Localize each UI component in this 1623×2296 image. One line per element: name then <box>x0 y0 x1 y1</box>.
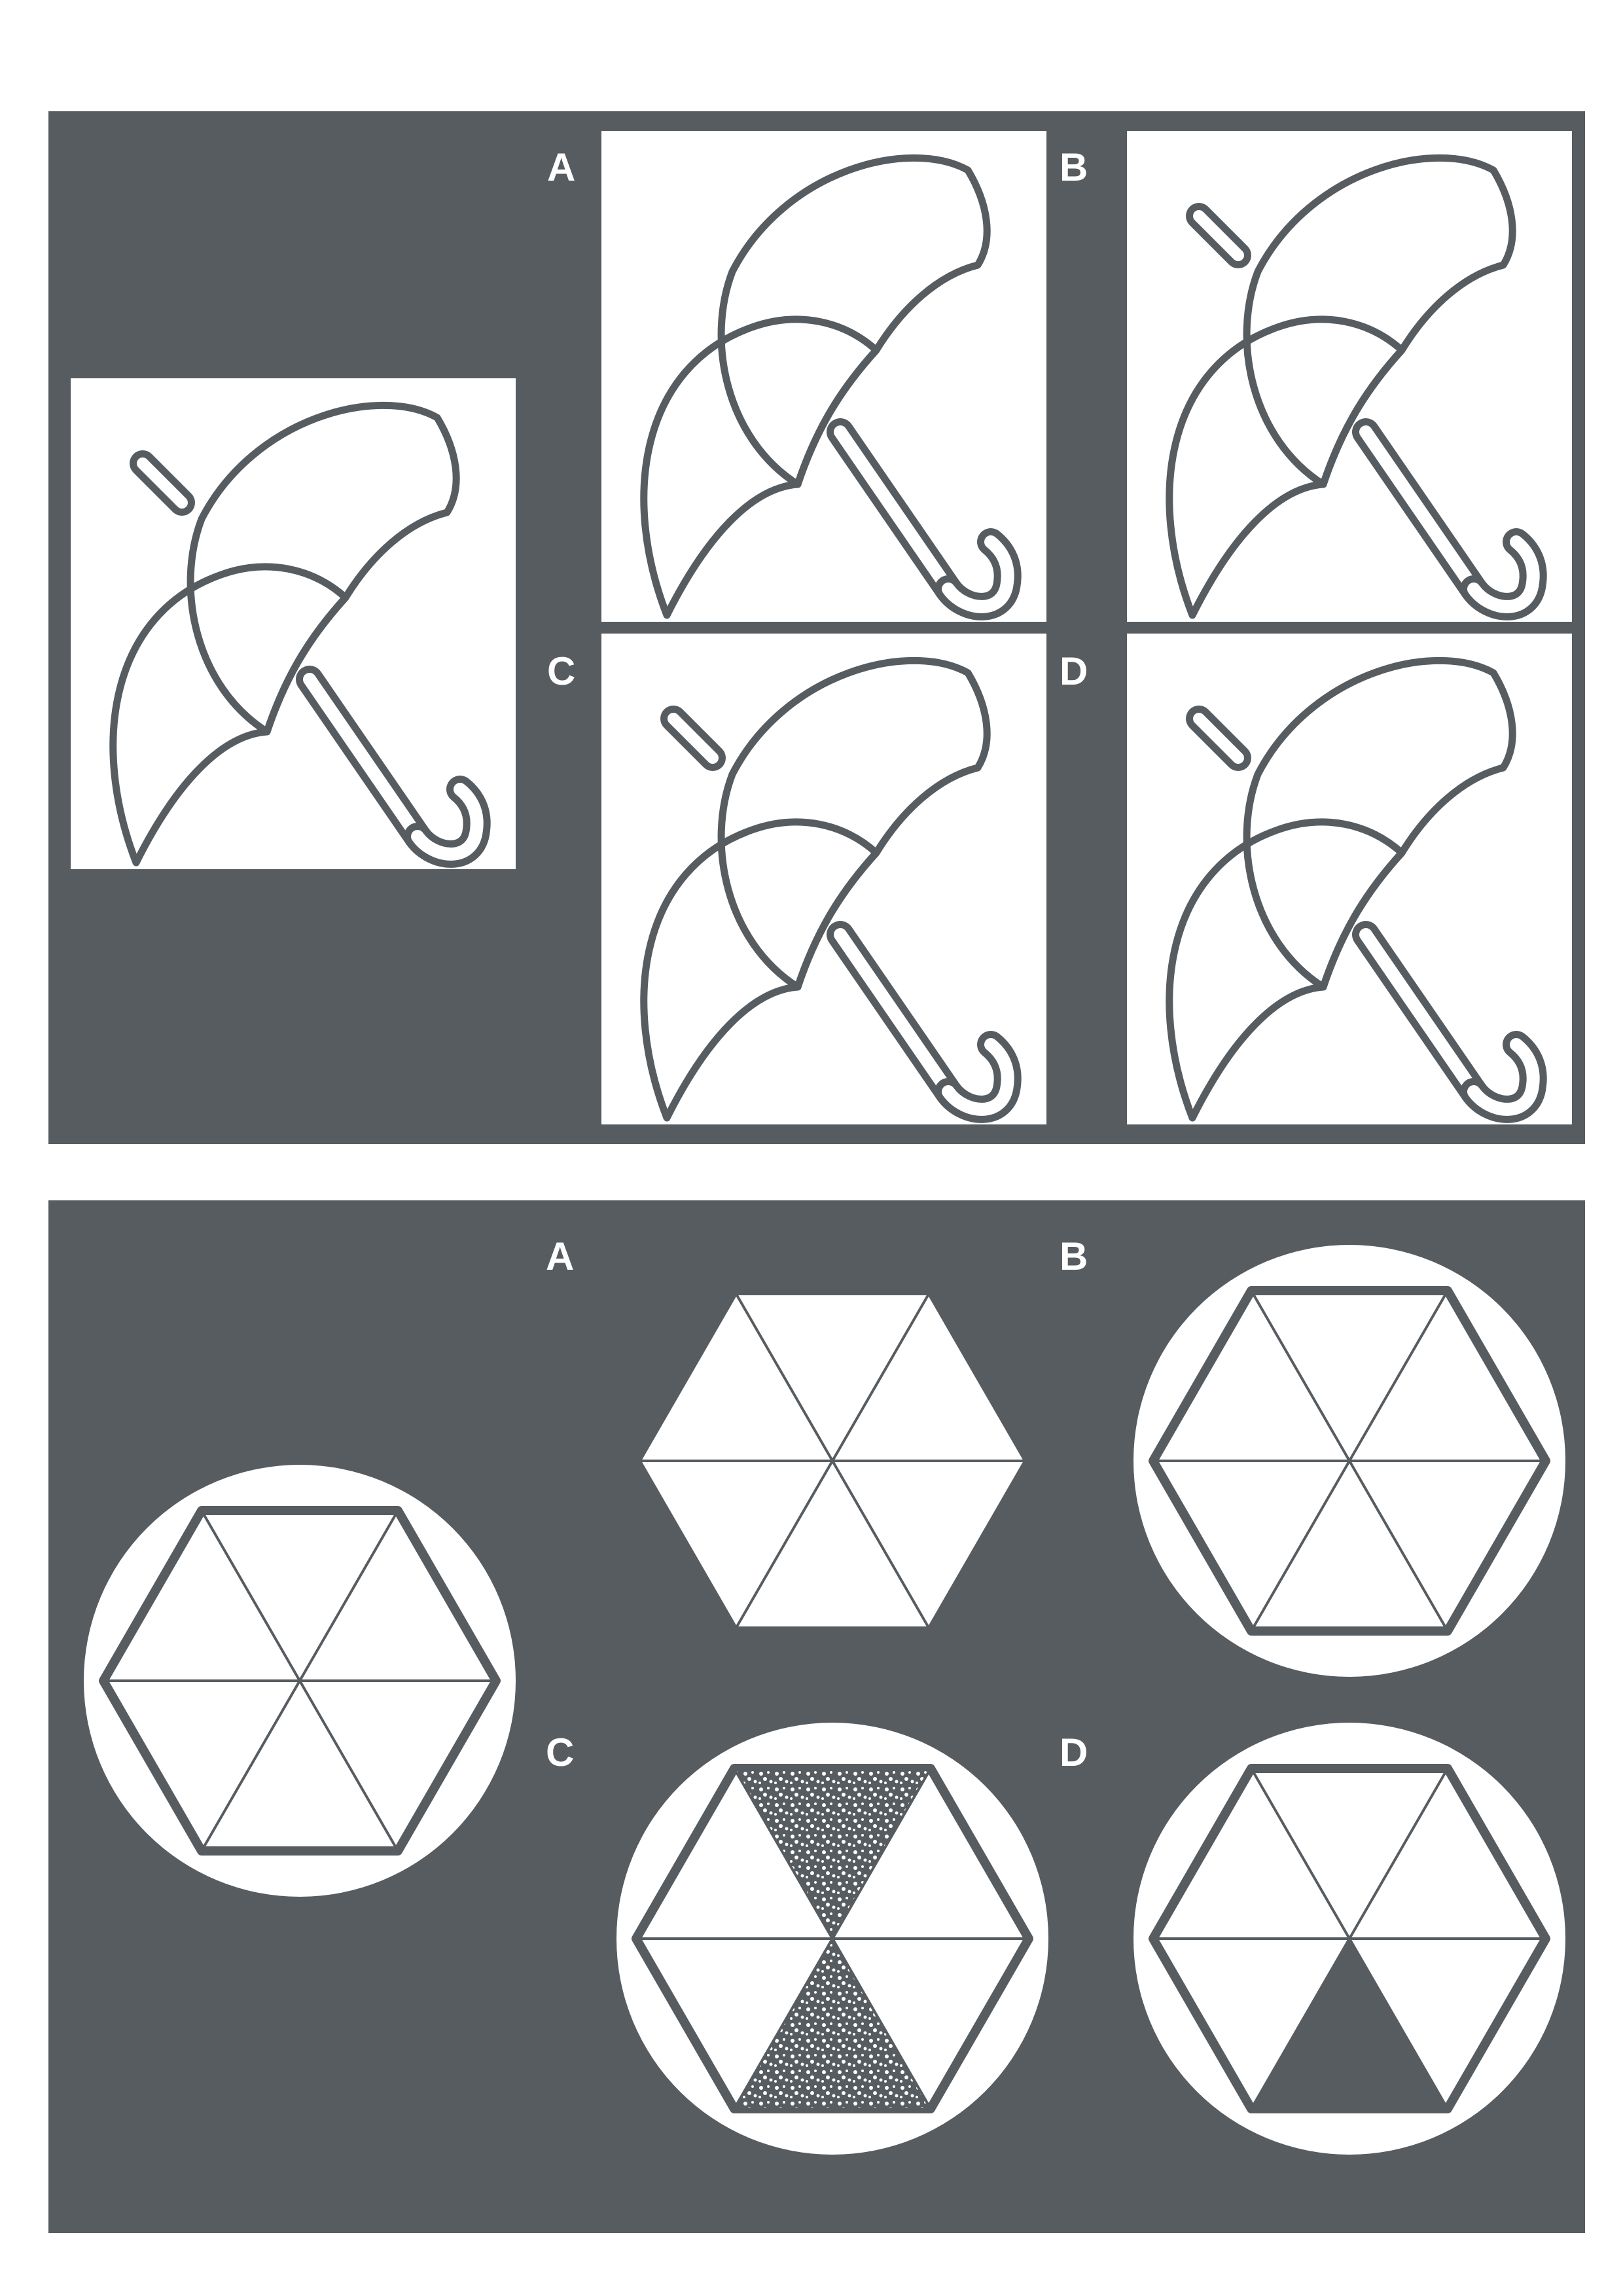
option-d-label: D <box>1060 649 1088 693</box>
umbrella-option-b[interactable] <box>1127 131 1572 622</box>
umbrella-reference-figure <box>71 378 516 869</box>
option-a-label: A <box>546 1234 575 1278</box>
hexagon-option-b[interactable] <box>1133 1245 1565 1677</box>
hexagon-dark-triangle-drawing <box>1133 1723 1565 2155</box>
umbrella-drawing <box>601 634 1046 1124</box>
umbrella-option-a[interactable] <box>601 131 1046 622</box>
option-c-label: C <box>547 649 576 693</box>
hexagon-textured-drawing <box>616 1723 1048 2155</box>
umbrella-drawing <box>71 378 516 869</box>
option-b-label: B <box>1060 145 1088 189</box>
hexagon-reference-figure <box>84 1465 516 1897</box>
option-b-label: B <box>1060 1234 1088 1278</box>
hexagon-option-a[interactable] <box>616 1245 1048 1677</box>
option-c-label: C <box>546 1731 575 1774</box>
option-d-label: D <box>1060 1731 1088 1774</box>
hexagon-drawing <box>616 1245 1048 1677</box>
option-a-label: A <box>547 145 576 189</box>
hexagon-option-d[interactable] <box>1133 1723 1565 2155</box>
umbrella-drawing <box>1127 131 1572 622</box>
hexagon-in-circle-drawing <box>84 1465 516 1897</box>
umbrella-option-d[interactable] <box>1127 634 1572 1124</box>
hexagon-option-c[interactable] <box>616 1723 1048 2155</box>
umbrella-option-c[interactable] <box>601 634 1046 1124</box>
umbrella-question-panel: A B C D <box>48 111 1585 1144</box>
hexagon-in-circle-drawing <box>1133 1245 1565 1677</box>
umbrella-drawing <box>1127 634 1572 1124</box>
hexagon-question-panel: A B C D <box>48 1200 1585 2233</box>
umbrella-drawing <box>601 131 1046 622</box>
